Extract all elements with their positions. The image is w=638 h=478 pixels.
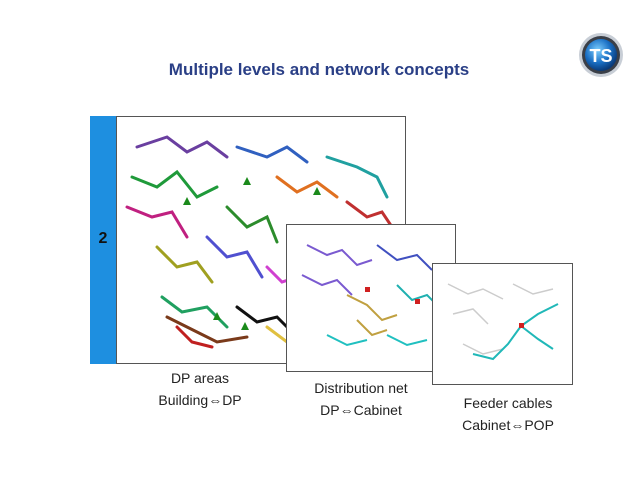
double-arrow-icon: ⇔ [339,402,354,418]
feeder-cables-map [432,263,573,385]
distribution-net-caption: Distribution net DP⇔Cabinet [296,377,426,421]
level-number: 2 [98,230,108,247]
double-arrow-icon: ⇔ [510,417,525,433]
caption-line2: DP⇔Cabinet [320,402,402,418]
caption-line1: DP areas [170,370,230,386]
dp-areas-caption: DP areas Building⇔DP [140,367,260,411]
caption-line1: Distribution net [314,380,408,396]
ts-logo-icon: TS [579,33,623,77]
caption-line2: Building⇔DP [158,392,242,408]
caption-line2: Cabinet⇔POP [462,417,554,433]
caption-line1: Feeder cables [463,395,553,411]
logo-text: TS [589,46,612,66]
distribution-net-map [286,224,456,372]
level-bar [90,116,116,364]
feeder-cables-caption: Feeder cables Cabinet⇔POP [446,392,570,436]
page-title: Multiple levels and network concepts [168,60,470,79]
double-arrow-icon: ⇔ [208,392,223,408]
